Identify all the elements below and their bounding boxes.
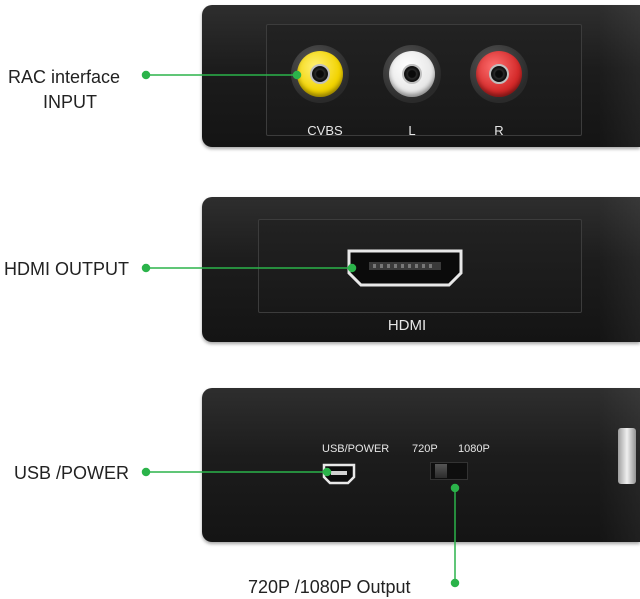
usb-leader-dot-start bbox=[141, 467, 151, 477]
rca-red-jack-icon bbox=[470, 45, 528, 103]
hdmi-leader-dot-start bbox=[141, 263, 151, 273]
right-audio-label: R bbox=[494, 123, 504, 138]
hdmi-label: HDMI bbox=[387, 317, 427, 334]
hdmi-output-callout: HDMI OUTPUT bbox=[4, 259, 129, 279]
left-audio-label: L bbox=[408, 123, 416, 138]
hdmi-leader-dot-end bbox=[347, 263, 357, 273]
rac-leader-dot-start bbox=[141, 70, 151, 80]
resolution-slide-switch-icon bbox=[430, 462, 468, 480]
switch-leader-dot-end bbox=[450, 578, 460, 588]
rac-input-callout-line1: RAC interface bbox=[8, 67, 121, 87]
hdmi-port-icon bbox=[347, 249, 463, 287]
mini-usb-port-icon bbox=[322, 463, 356, 485]
switch-leader-dot-start bbox=[450, 483, 460, 493]
720p-label: 720P bbox=[412, 443, 438, 455]
converter-hdmi-side: HDMI bbox=[202, 197, 640, 342]
converter-usb-side: USB/POWER 720P 1080P bbox=[202, 388, 640, 542]
resolution-output-callout: 720P /1080P Output bbox=[248, 577, 411, 597]
rac-input-callout-line2: INPUT bbox=[43, 92, 97, 112]
1080p-label: 1080P bbox=[458, 443, 490, 455]
cvbs-label: CVBS bbox=[307, 123, 343, 138]
rca-yellow-jack-icon bbox=[291, 45, 349, 103]
rac-leader-dot-end bbox=[292, 70, 302, 80]
usb-power-label: USB/POWER bbox=[322, 443, 390, 455]
converter-rca-side: CVBS L R bbox=[202, 5, 640, 147]
rca-white-jack-icon bbox=[383, 45, 441, 103]
usb-power-callout: USB /POWER bbox=[14, 463, 130, 483]
usb-leader-dot-end bbox=[322, 467, 332, 477]
